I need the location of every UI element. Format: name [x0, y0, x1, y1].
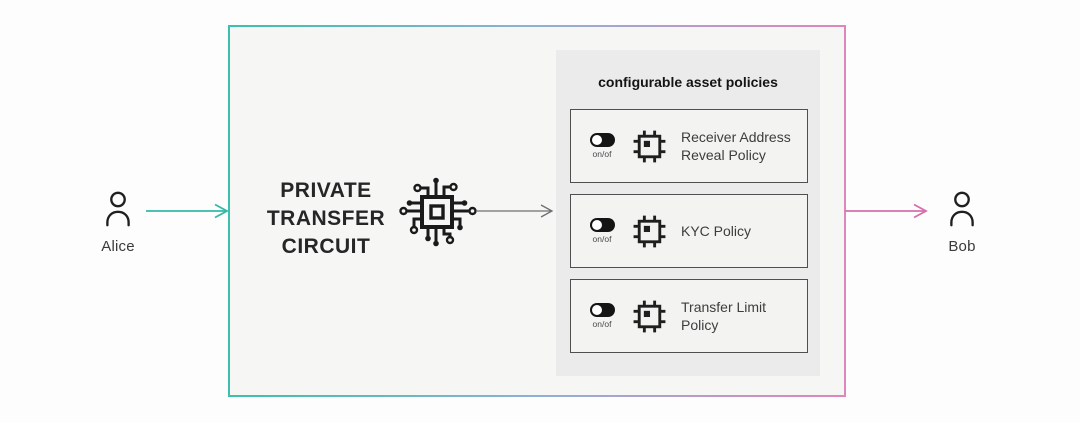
circuit-title-line3: CIRCUIT [281, 235, 371, 258]
toggle-caption: on/of [592, 319, 612, 329]
chip-icon [633, 300, 666, 332]
toggle-switch-icon[interactable] [589, 303, 615, 317]
toggle-wrap: on/of [585, 303, 619, 329]
policy-label: KYC Policy [681, 223, 752, 239]
policy-label: Transfer Limit Policy [681, 299, 767, 333]
policy-card-receiver-address: on/of Receiver Address Reveal Policy [570, 109, 808, 183]
actor-alice: Alice [83, 190, 153, 255]
policy-card-transfer-limit: on/of Transfer Limit Policy [570, 279, 808, 353]
circuit-title: PRIVATE TRANSFER CIRCUIT [244, 177, 408, 261]
user-icon [950, 191, 974, 227]
policies-panel: configurable asset policies on/of Re [556, 50, 820, 376]
toggle-knob [591, 305, 602, 315]
toggle-wrap: on/of [585, 133, 619, 159]
circuit-chip-icon [399, 177, 477, 247]
actor-bob: Bob [927, 190, 997, 255]
alice-to-circuit-arrow-icon [146, 203, 229, 219]
chip-to-policies-arrow-icon [476, 204, 554, 218]
toggle-caption: on/of [592, 234, 612, 244]
toggle-switch-icon[interactable] [589, 133, 615, 147]
toggle-switch-icon[interactable] [589, 218, 615, 232]
circuit-title-line1: PRIVATE [280, 179, 372, 202]
policy-card-list: on/of Receiver Address Reveal Policy [570, 109, 808, 364]
policies-panel-title: configurable asset policies [598, 74, 778, 90]
chip-icon [633, 130, 666, 162]
circuit-to-bob-arrow-icon [845, 203, 928, 219]
toggle-knob [591, 135, 602, 145]
actor-label-alice: Alice [101, 238, 135, 255]
policy-label: Receiver Address Reveal Policy [681, 129, 791, 163]
circuit-title-line2: TRANSFER [266, 207, 386, 230]
policy-card-kyc: on/of KYC Policy [570, 194, 808, 268]
toggle-knob [591, 220, 602, 230]
user-icon [106, 191, 130, 227]
actor-label-bob: Bob [948, 238, 976, 255]
toggle-wrap: on/of [585, 218, 619, 244]
toggle-caption: on/of [592, 149, 612, 159]
chip-icon [633, 215, 666, 247]
